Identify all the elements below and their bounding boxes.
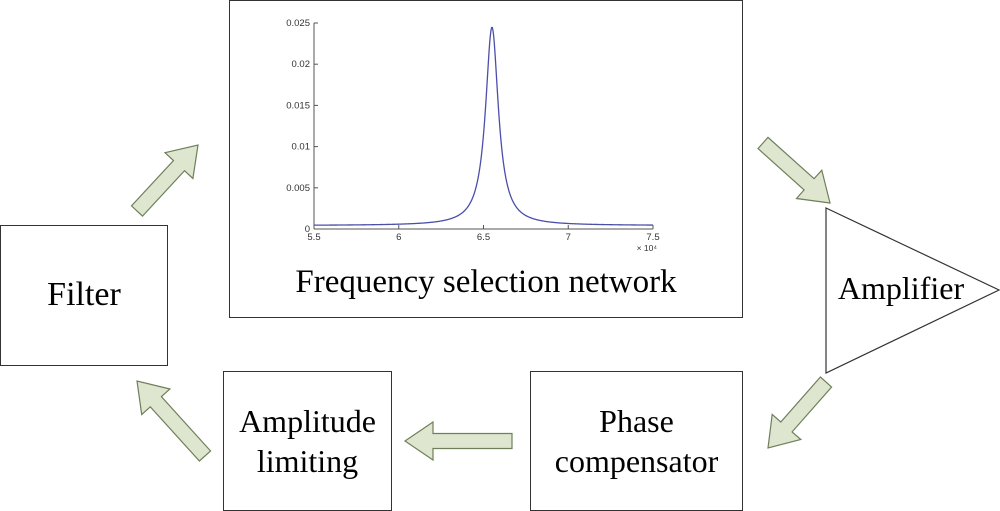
plot-area [314, 23, 653, 229]
resonance-chart: 0 0.005 0.01 0.015 0.02 0.025 5.5 6 6.5 7 7.5× 10⁴ [286, 18, 659, 253]
frequency-selection-network-block: 0 0.005 0.01 0.015 0.02 0.025 5.5 6 6.5 7 7.5× 10⁴… [229, 0, 743, 318]
arrow-amplitude-to-filter [136, 380, 212, 462]
x-tick-label: 6 [396, 232, 401, 243]
phase-compensator-label: Phase compensator [531, 372, 742, 510]
amplifier-triangle [825, 207, 1000, 374]
amplitude-limiting-block: Amplitude limiting [223, 371, 392, 511]
y-tick-label: 0 [305, 224, 310, 235]
frequency-selection-network-label: Frequency selection network [295, 264, 677, 301]
phase-compensator-line-1: Phase [599, 403, 674, 439]
amplitude-limiting-label: Amplitude limiting [224, 372, 391, 510]
arrow-filter-to-network [130, 144, 199, 217]
y-tick-label: 0.025 [286, 18, 310, 29]
arrow-phase-to-amplitude [403, 420, 513, 462]
x-tick-label: 7 [566, 232, 571, 243]
phase-compensator-block: Phase compensator [530, 371, 743, 511]
y-tick-label: 0.015 [286, 100, 310, 111]
amplitude-limiting-line-1: Amplitude [239, 403, 376, 439]
filter-label: Filter [47, 276, 121, 314]
arrow-network-to-amplifier [757, 136, 831, 204]
x-exponent-label: × 10⁴ [637, 243, 658, 253]
y-tick-label: 0.005 [286, 183, 310, 194]
x-tick-label: 5.5 [307, 232, 320, 243]
amplitude-limiting-line-2: limiting [256, 443, 359, 479]
amplifier-block [825, 207, 1000, 374]
resonance-curve [314, 26, 654, 226]
filter-block: Filter [0, 225, 168, 366]
x-tick-label: 6.5 [477, 232, 490, 243]
amplifier-label: Amplifier [837, 270, 965, 306]
y-tick-label: 0.02 [292, 59, 311, 70]
arrow-amplifier-to-phase [767, 376, 833, 449]
y-tick-label: 0.01 [292, 142, 311, 153]
x-tick-label: 7.5 [646, 232, 659, 243]
phase-compensator-line-2: compensator [554, 443, 719, 479]
